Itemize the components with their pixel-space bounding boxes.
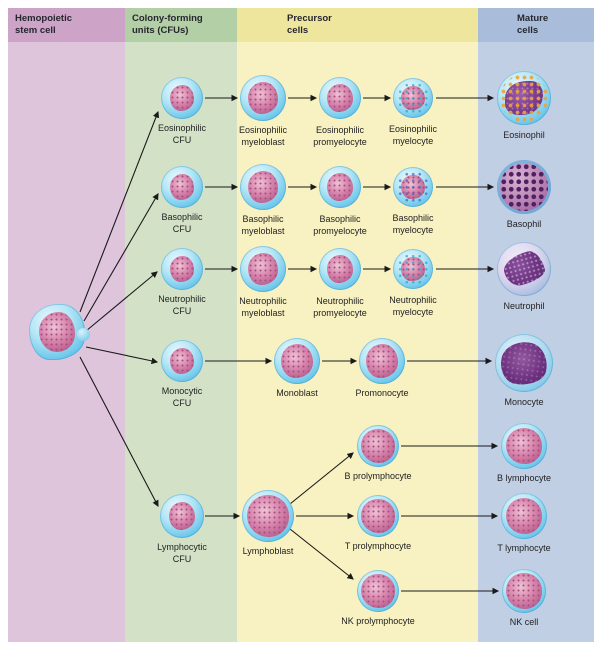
- arrow: [83, 193, 159, 322]
- nucleus: [247, 170, 279, 204]
- header-mature-cells: Mature cells: [517, 13, 549, 37]
- nucleus: [326, 173, 354, 201]
- neutrophilic-myelocyte-label: Neutrophilic myelocyte: [389, 295, 437, 317]
- nucleus: [401, 86, 425, 110]
- column-header-stem: [8, 8, 125, 42]
- neutrophilic-myeloblast-label: Neutrophilic myeloblast: [239, 296, 287, 318]
- nucleus: [361, 499, 395, 533]
- column-header-mature: [478, 8, 594, 42]
- arrow: [79, 356, 159, 507]
- neutrophilic-promyelocyte-label: Neutrophilic promyelocyte: [313, 296, 367, 318]
- nucleus: [169, 255, 195, 283]
- neutrophilic-cfu-cell: [161, 248, 203, 290]
- arrow: [79, 110, 160, 313]
- eosinophil-cell: [497, 71, 551, 125]
- nucleus: [169, 173, 195, 201]
- promonocyte-cell: [359, 338, 405, 384]
- nk-prolymphocyte-cell: [357, 570, 399, 612]
- b-lymphocyte-cell: [501, 423, 547, 469]
- neutrophilic-myelocyte-cell: [393, 249, 433, 289]
- header-colony-forming-units: Colony-forming units (CFUs): [132, 13, 203, 37]
- arrow: [85, 346, 159, 365]
- nucleus: [498, 338, 550, 388]
- neutrophil-label: Neutrophil: [503, 301, 545, 311]
- monocytic-cfu-cell: [161, 340, 203, 382]
- nucleus: [39, 312, 75, 352]
- t-lymphocyte-label: T lymphocyte: [497, 543, 551, 553]
- arrow: [289, 452, 354, 505]
- t-lymphocyte-cell: [501, 493, 547, 539]
- eosinophilic-cfu-cell: [161, 77, 203, 119]
- eosinophilic-myeloblast-label: Eosinophilic myeloblast: [238, 125, 288, 147]
- nucleus: [247, 495, 289, 537]
- eosinophilic-promyelocyte-cell: [319, 77, 361, 119]
- basophilic-myelocyte-label: Basophilic myelocyte: [392, 213, 434, 235]
- b-prolymphocyte-label: B prolymphocyte: [344, 471, 412, 481]
- nucleus: [500, 248, 548, 290]
- nucleus: [326, 255, 354, 283]
- eosinophilic-myelocyte-label: Eosinophilic myelocyte: [388, 124, 438, 146]
- eosinophilic-myelocyte-cell: [393, 78, 433, 118]
- eosinophil-label: Eosinophil: [503, 130, 545, 140]
- t-prolymphocyte-label: T prolymphocyte: [344, 541, 412, 551]
- nucleus: [326, 84, 354, 112]
- lymphoblast-label: Lymphoblast: [242, 546, 294, 556]
- nucleus: [361, 574, 395, 608]
- column-header-cfu: [125, 8, 237, 42]
- basophilic-cfu-cell: [161, 166, 203, 208]
- monocyte-label: Monocyte: [504, 397, 544, 407]
- monocytic-cfu-label: Monocytic CFU: [161, 386, 203, 408]
- nucleus: [505, 497, 543, 535]
- basophilic-myeloblast-cell: [240, 164, 286, 210]
- t-prolymphocyte-cell: [357, 495, 399, 537]
- eosinophilic-promyelocyte-label: Eosinophilic promyelocyte: [313, 125, 367, 147]
- nk-prolymphocyte-label: NK prolymphocyte: [341, 616, 415, 626]
- nucleus: [247, 252, 279, 286]
- hemopoietic-stem-cell: [29, 304, 90, 360]
- b-lymphocyte-label: B lymphocyte: [496, 473, 552, 483]
- b-prolymphocyte-cell: [357, 425, 399, 467]
- arrow: [289, 528, 354, 580]
- basophilic-promyelocyte-cell: [319, 166, 361, 208]
- lymphocytic-cfu-label: Lymphocytic CFU: [157, 542, 207, 564]
- neutrophilic-promyelocyte-cell: [319, 248, 361, 290]
- nk-cell-cell: [502, 569, 546, 613]
- eosinophilic-cfu-label: Eosinophilic CFU: [157, 123, 207, 145]
- nucleus: [168, 501, 196, 531]
- basophilic-myelocyte-cell: [393, 167, 433, 207]
- neutrophil-cell: [497, 242, 551, 296]
- basophilic-promyelocyte-label: Basophilic promyelocyte: [313, 214, 367, 236]
- nucleus: [505, 80, 543, 116]
- monocyte-cell: [495, 334, 553, 392]
- neutrophilic-cfu-label: Neutrophilic CFU: [158, 294, 206, 316]
- header-hemopoietic-stem-cell: Hemopoietic stem cell: [15, 13, 73, 37]
- header-precursor-cells: Precursor cells: [287, 13, 332, 37]
- nk-cell-label: NK cell: [509, 617, 539, 627]
- arrow: [85, 271, 158, 332]
- column-header-precursor: [237, 8, 478, 42]
- lymphoblast-cell: [242, 490, 294, 542]
- nucleus: [401, 175, 425, 199]
- column-body-precursor: [237, 42, 478, 642]
- neutrophilic-myeloblast-cell: [240, 246, 286, 292]
- lymphocytic-cfu-cell: [160, 494, 204, 538]
- basophil-cell: [497, 160, 551, 214]
- eosinophilic-myeloblast-cell: [240, 75, 286, 121]
- nucleus: [169, 84, 195, 112]
- basophilic-myeloblast-label: Basophilic myeloblast: [241, 214, 285, 236]
- nucleus: [505, 427, 543, 465]
- basophil-label: Basophil: [506, 219, 542, 229]
- nucleus: [361, 429, 395, 463]
- nucleus: [401, 257, 425, 281]
- nucleus: [365, 343, 399, 379]
- promonocyte-label: Promonocyte: [355, 388, 409, 398]
- monoblast-cell: [274, 338, 320, 384]
- nucleus: [506, 573, 542, 609]
- nucleus: [247, 81, 279, 115]
- basophilic-cfu-label: Basophilic CFU: [161, 212, 203, 234]
- nucleus: [169, 347, 195, 375]
- nucleus: [280, 343, 314, 379]
- monoblast-label: Monoblast: [276, 388, 318, 398]
